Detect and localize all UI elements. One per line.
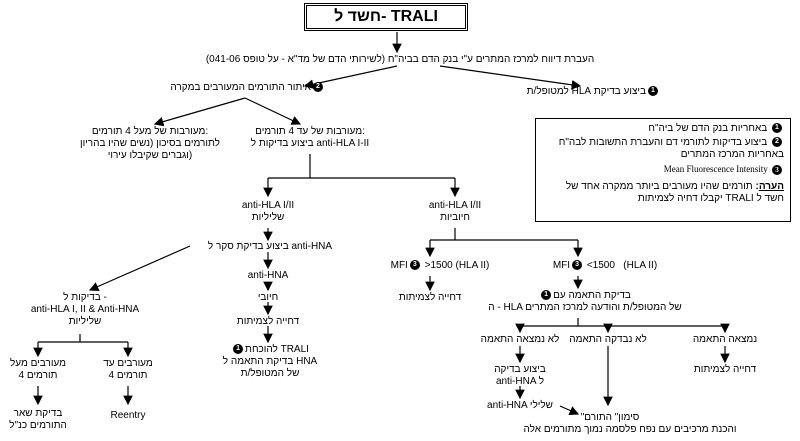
badge-icon: 2 (772, 137, 782, 148)
legend-item-2: 2 ביצוע בדיקות לתורמי דם והעברת התשובות … (558, 137, 784, 160)
badge-icon: 3 (409, 260, 420, 271)
title-box: חשד ל- TRALI (304, 3, 468, 31)
over-4-donors: מעורבות של מעל 4 תורמים:לתורמים בסיכון (… (80, 126, 220, 161)
deferral-high: דחייה לצמיתות (398, 292, 462, 303)
reentry: Reentry (110, 410, 146, 421)
legend-item-1: 1 באחריות בנק הדם של ביה"ח (542, 123, 784, 135)
badge-icon: 1 (233, 344, 244, 355)
marking-description: והכנת מרכיבים עם נפח פלסמה נמוך מתורמים … (523, 424, 737, 435)
badge-icon: 2 (313, 82, 323, 93)
badge-icon: 1 (772, 123, 782, 134)
not-tested: לא נבדקה התאמה (569, 334, 647, 345)
marking: "סימון" התורם (580, 412, 640, 423)
legend-box: 1 באחריות בנק הדם של ביה"ח 2 ביצוע בדיקו… (535, 118, 791, 222)
permanent-deferral: דחייה לצמיתות (236, 316, 300, 327)
positive: חיובי (257, 292, 279, 303)
deferral-match: דחייה לצמיתות (693, 364, 757, 375)
legend-note: הערה: תורמים שהיו מעורבים ביותר ממקרה אח… (565, 181, 784, 204)
no-match-found: לא נמצאה התאמה (480, 334, 560, 345)
hla-recipient-step: 1ביצוע בדיקת HLA למטופל/ת (520, 86, 660, 98)
badge-icon: 1 (648, 86, 658, 97)
report-step: העברת דיווח למרכז המתרים ע"י בנק הדם בבי… (205, 54, 595, 65)
match-found: נמצאה התאמה (692, 334, 758, 345)
legend-item-3: 3 Mean Fluorescence Intensity (542, 163, 784, 175)
badge-icon: 1 (541, 290, 552, 301)
badge-icon: 3 (572, 260, 583, 271)
badge-icon: 3 (772, 164, 782, 175)
screen-hna: ביצוע בדיקת סקר ל anti-HNA (207, 241, 333, 252)
hna-negative: anti-HNA שלילי (487, 400, 553, 411)
up-to-4-donors: מעורבות של עד 4 תורמים:ביצוע בדיקות ל an… (250, 126, 370, 149)
donor-identify-step: 2איתור התורמים המעורבים במקרה (170, 82, 325, 94)
anti-hna: anti-HNA (247, 270, 289, 281)
